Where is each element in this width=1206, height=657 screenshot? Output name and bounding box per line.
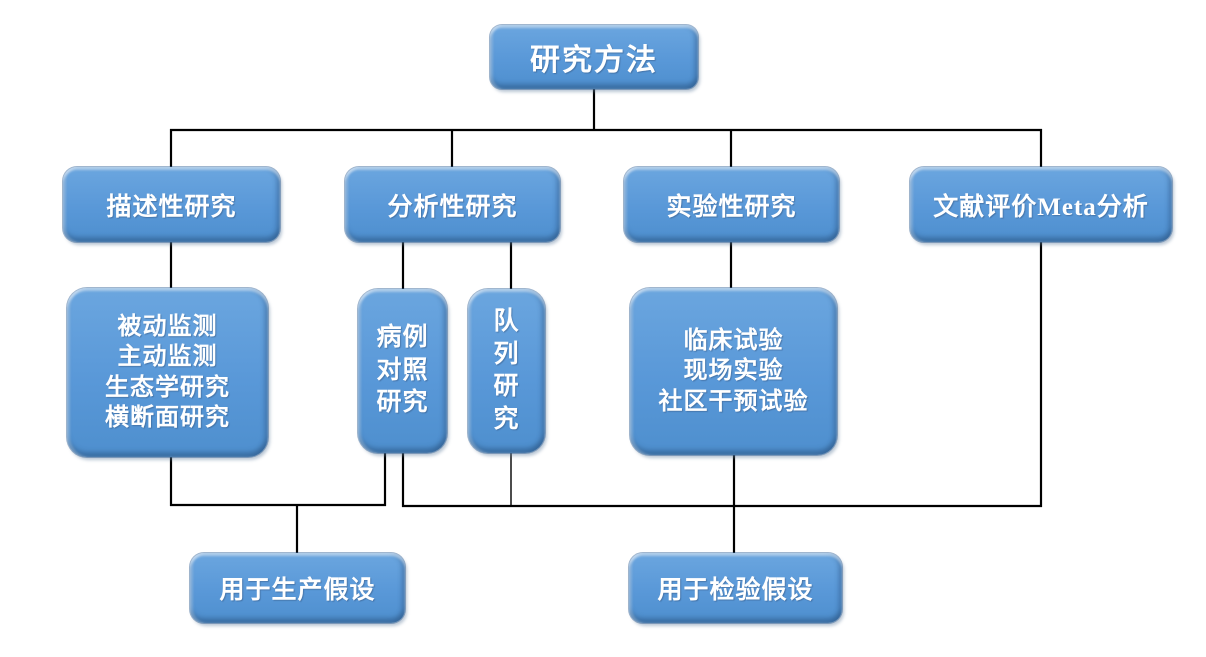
node-analytical-study: 分析性研究 <box>345 167 560 242</box>
node-experimental-methods: 临床试验 现场实验 社区干预试验 <box>630 288 837 455</box>
node-cohort-study: 队 列 研 究 <box>468 289 545 453</box>
node-label: 病例 对照 研究 <box>376 324 429 417</box>
node-meta-analysis: 文献评价Meta分析 <box>910 167 1172 242</box>
node-generate-hypothesis: 用于生产假设 <box>190 553 405 623</box>
node-test-hypothesis: 用于检验假设 <box>629 553 842 623</box>
node-label: 被动监测 主动监测 生态学研究 横断面研究 <box>105 313 230 431</box>
node-label: 研究方法 <box>530 44 658 77</box>
node-case-control-study: 病例 对照 研究 <box>358 289 447 453</box>
node-label: 队 列 研 究 <box>493 308 520 433</box>
node-label: 文献评价Meta分析 <box>933 193 1149 221</box>
node-label: 分析性研究 <box>387 193 518 221</box>
node-label: 临床试验 现场实验 社区干预试验 <box>658 327 809 415</box>
node-descriptive-methods: 被动监测 主动监测 生态学研究 横断面研究 <box>67 288 268 457</box>
node-research-methods: 研究方法 <box>490 25 698 89</box>
node-label: 用于检验假设 <box>657 577 814 604</box>
node-label: 描述性研究 <box>106 193 237 221</box>
node-label: 实验性研究 <box>666 193 797 221</box>
node-label: 用于生产假设 <box>219 577 376 604</box>
node-experimental-study: 实验性研究 <box>624 167 839 242</box>
node-descriptive-study: 描述性研究 <box>63 167 280 242</box>
